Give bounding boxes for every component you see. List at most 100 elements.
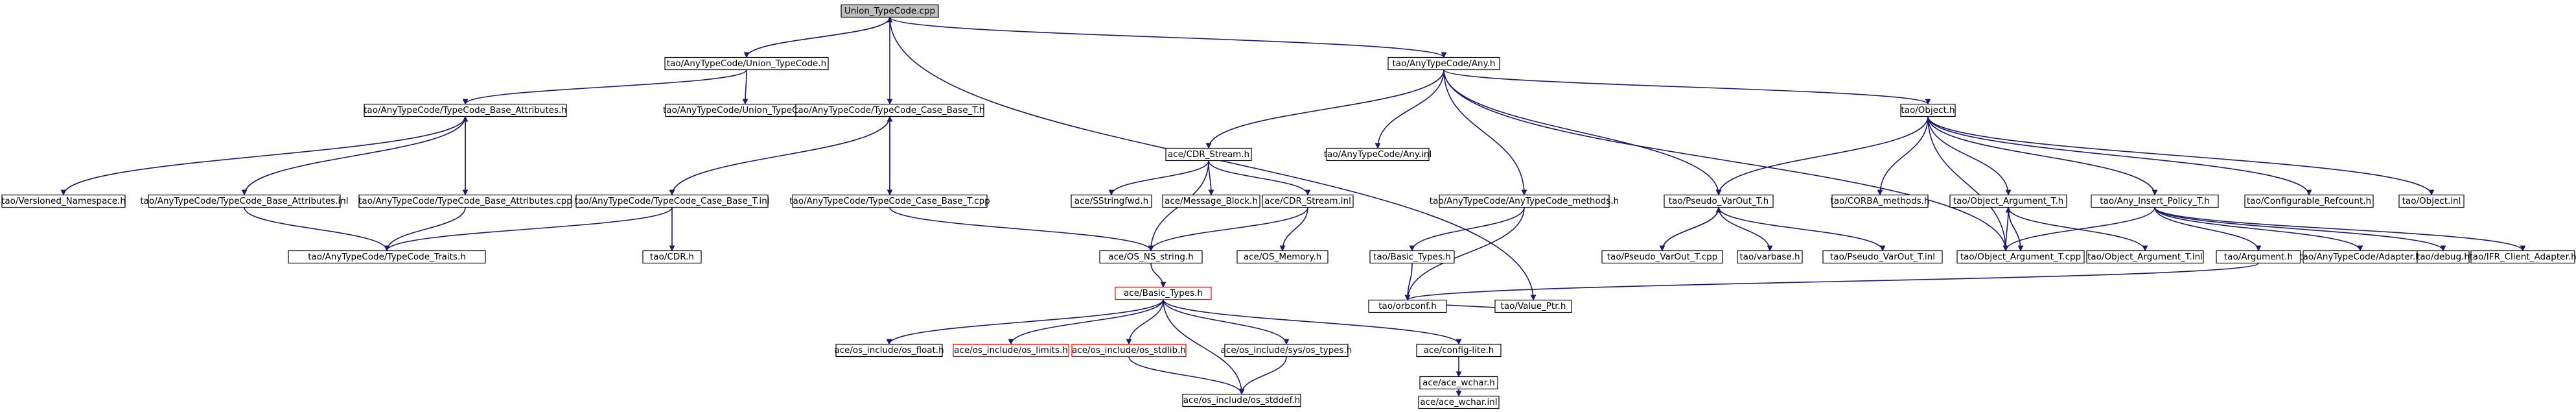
- graph-node-box[interactable]: [1182, 393, 1301, 407]
- graph-node[interactable]: ace/os_include/os_limits.h: [953, 343, 1069, 357]
- graph-node-box[interactable]: [1236, 250, 1329, 264]
- graph-node-box[interactable]: [1831, 194, 1929, 208]
- graph-node[interactable]: ace/OS_NS_string.h: [1099, 250, 1203, 264]
- graph-node[interactable]: ace/CDR_Stream.inl: [1262, 194, 1354, 208]
- graph-node-box[interactable]: [2417, 250, 2470, 264]
- graph-node[interactable]: tao/Value_Ptr.h: [1494, 299, 1572, 313]
- graph-node-box[interactable]: [1439, 194, 1610, 208]
- graph-node-box[interactable]: [2086, 250, 2204, 264]
- graph-node[interactable]: ace/ace_wchar.inl: [1418, 395, 1500, 409]
- graph-node-box[interactable]: [1822, 250, 1943, 264]
- graph-node[interactable]: tao/AnyTypeCode/TypeCode_Base_Attributes…: [358, 194, 572, 208]
- graph-node-box[interactable]: [1326, 147, 1430, 162]
- graph-node[interactable]: ace/config-lite.h: [1416, 343, 1502, 357]
- graph-node[interactable]: tao/IFR_Client_Adapter.h: [2469, 250, 2576, 264]
- graph-node-box[interactable]: [358, 194, 572, 208]
- graph-node-box[interactable]: [1262, 194, 1354, 208]
- graph-node-box[interactable]: [2470, 250, 2575, 264]
- graph-node-box[interactable]: [1115, 286, 1212, 300]
- graph-node-box[interactable]: [2216, 250, 2301, 264]
- graph-node[interactable]: ace/os_include/os_float.h: [834, 343, 944, 357]
- graph-node[interactable]: ace/Basic_Types.h: [1115, 286, 1212, 300]
- graph-node[interactable]: tao/Configurable_Refcount.h: [2244, 194, 2374, 208]
- graph-node[interactable]: Union_TypeCode.cpp: [841, 4, 939, 18]
- graph-node[interactable]: tao/AnyTypeCode/AnyTypeCode_methods.h: [1430, 194, 1619, 208]
- graph-node[interactable]: ace/OS_Memory.h: [1236, 250, 1329, 264]
- graph-node[interactable]: tao/Pseudo_VarOut_T.cpp: [1601, 250, 1723, 264]
- graph-node-box[interactable]: [1664, 194, 1774, 208]
- graph-node[interactable]: tao/debug.h: [2417, 250, 2470, 264]
- graph-node[interactable]: tao/CDR.h: [642, 250, 702, 264]
- graph-node[interactable]: ace/CDR_Stream.h: [1165, 147, 1252, 162]
- graph-node-box[interactable]: [1949, 194, 2067, 208]
- graph-node[interactable]: tao/AnyTypeCode/TypeCode_Case_Base_T.inl: [575, 194, 770, 208]
- edge-n18-to-n30: [1718, 207, 1773, 252]
- graph-node-box[interactable]: [1165, 147, 1252, 162]
- graph-node-box[interactable]: [1224, 343, 1349, 357]
- graph-node[interactable]: tao/AnyTypeCode/Any.h: [1387, 56, 1500, 71]
- graph-node[interactable]: tao/orbconf.h: [1368, 299, 1447, 313]
- graph-node[interactable]: tao/AnyTypeCode/Union_TypeCode.h: [664, 56, 829, 71]
- graph-node-box[interactable]: [288, 250, 486, 264]
- graph-node-box[interactable]: [1369, 250, 1455, 264]
- graph-node[interactable]: ace/ace_wchar.h: [1419, 376, 1498, 390]
- graph-node-box[interactable]: [1071, 194, 1152, 208]
- graph-node[interactable]: ace/os_include/os_stddef.h: [1182, 393, 1301, 407]
- graph-node[interactable]: tao/AnyTypeCode/Union_TypeCode.inl: [663, 103, 828, 117]
- graph-node-box[interactable]: [1601, 250, 1723, 264]
- graph-node-box[interactable]: [642, 250, 702, 264]
- graph-node-box[interactable]: [1387, 56, 1500, 71]
- graph-node[interactable]: tao/varbase.h: [1737, 250, 1803, 264]
- graph-node-box[interactable]: [2091, 194, 2219, 208]
- graph-node-label: tao/Any_Insert_Policy_T.h: [2100, 196, 2209, 206]
- graph-node-box[interactable]: [1368, 299, 1447, 313]
- graph-node[interactable]: tao/Pseudo_VarOut_T.h: [1664, 194, 1774, 208]
- graph-node-box[interactable]: [1419, 376, 1498, 390]
- graph-node[interactable]: tao/AnyTypeCode/Adapter.h: [2299, 250, 2421, 264]
- graph-node-box[interactable]: [835, 343, 943, 357]
- graph-node-box[interactable]: [841, 4, 939, 18]
- graph-node[interactable]: tao/Object.h: [1900, 103, 1956, 117]
- graph-node[interactable]: tao/Object_Argument_T.cpp: [1956, 250, 2085, 264]
- graph-node-box[interactable]: [1416, 343, 1502, 357]
- graph-node-box[interactable]: [1418, 395, 1500, 409]
- edge-n6-to-n14: [1108, 160, 1209, 196]
- graph-node-box[interactable]: [1494, 299, 1572, 313]
- graph-node[interactable]: tao/Object_Argument_T.h: [1949, 194, 2067, 208]
- graph-node[interactable]: tao/AnyTypeCode/TypeCode_Base_Attributes…: [364, 103, 567, 117]
- graph-node[interactable]: tao/Versioned_Namespace.h: [1, 194, 126, 208]
- graph-node[interactable]: tao/AnyTypeCode/TypeCode_Traits.h: [288, 250, 486, 264]
- graph-node-box[interactable]: [792, 194, 988, 208]
- graph-node[interactable]: tao/Pseudo_VarOut_T.inl: [1822, 250, 1943, 264]
- graph-node[interactable]: tao/Object.inl: [2398, 194, 2465, 208]
- graph-node-box[interactable]: [1099, 250, 1203, 264]
- graph-node-box[interactable]: [795, 103, 984, 117]
- graph-node[interactable]: tao/Basic_Types.h: [1369, 250, 1455, 264]
- graph-node-box[interactable]: [148, 194, 341, 208]
- graph-node[interactable]: ace/Message_Block.h: [1162, 194, 1260, 208]
- graph-node[interactable]: tao/AnyTypeCode/TypeCode_Case_Base_T.cpp: [789, 194, 990, 208]
- graph-node-box[interactable]: [953, 343, 1069, 357]
- graph-node[interactable]: tao/Any_Insert_Policy_T.h: [2091, 194, 2219, 208]
- graph-node-box[interactable]: [364, 103, 567, 117]
- graph-node-box[interactable]: [1, 194, 126, 208]
- graph-node[interactable]: tao/Argument.h: [2216, 250, 2301, 264]
- graph-node-box[interactable]: [2244, 194, 2374, 208]
- graph-node[interactable]: ace/SStringfwd.h: [1071, 194, 1152, 208]
- graph-node-box[interactable]: [1162, 194, 1260, 208]
- graph-node-box[interactable]: [1071, 343, 1187, 357]
- graph-node[interactable]: tao/AnyTypeCode/TypeCode_Base_Attributes…: [140, 194, 349, 208]
- graph-node-box[interactable]: [1956, 250, 2085, 264]
- graph-node-box[interactable]: [1900, 103, 1956, 117]
- graph-node[interactable]: ace/os_include/sys/os_types.h: [1221, 343, 1352, 357]
- graph-node[interactable]: tao/AnyTypeCode/Any.inl: [1324, 147, 1432, 162]
- graph-node-box[interactable]: [575, 194, 769, 208]
- graph-node-box[interactable]: [2398, 194, 2465, 208]
- graph-node[interactable]: ace/os_include/os_stdlib.h: [1071, 343, 1187, 357]
- graph-node-box[interactable]: [1737, 250, 1803, 264]
- graph-node[interactable]: tao/CORBA_methods.h: [1830, 194, 1930, 208]
- edge-n8-to-n21: [1927, 116, 2158, 196]
- graph-node[interactable]: tao/AnyTypeCode/TypeCode_Case_Base_T.h: [795, 103, 985, 117]
- graph-node[interactable]: tao/Object_Argument_T.inl: [2086, 250, 2204, 264]
- graph-node-box[interactable]: [664, 56, 829, 71]
